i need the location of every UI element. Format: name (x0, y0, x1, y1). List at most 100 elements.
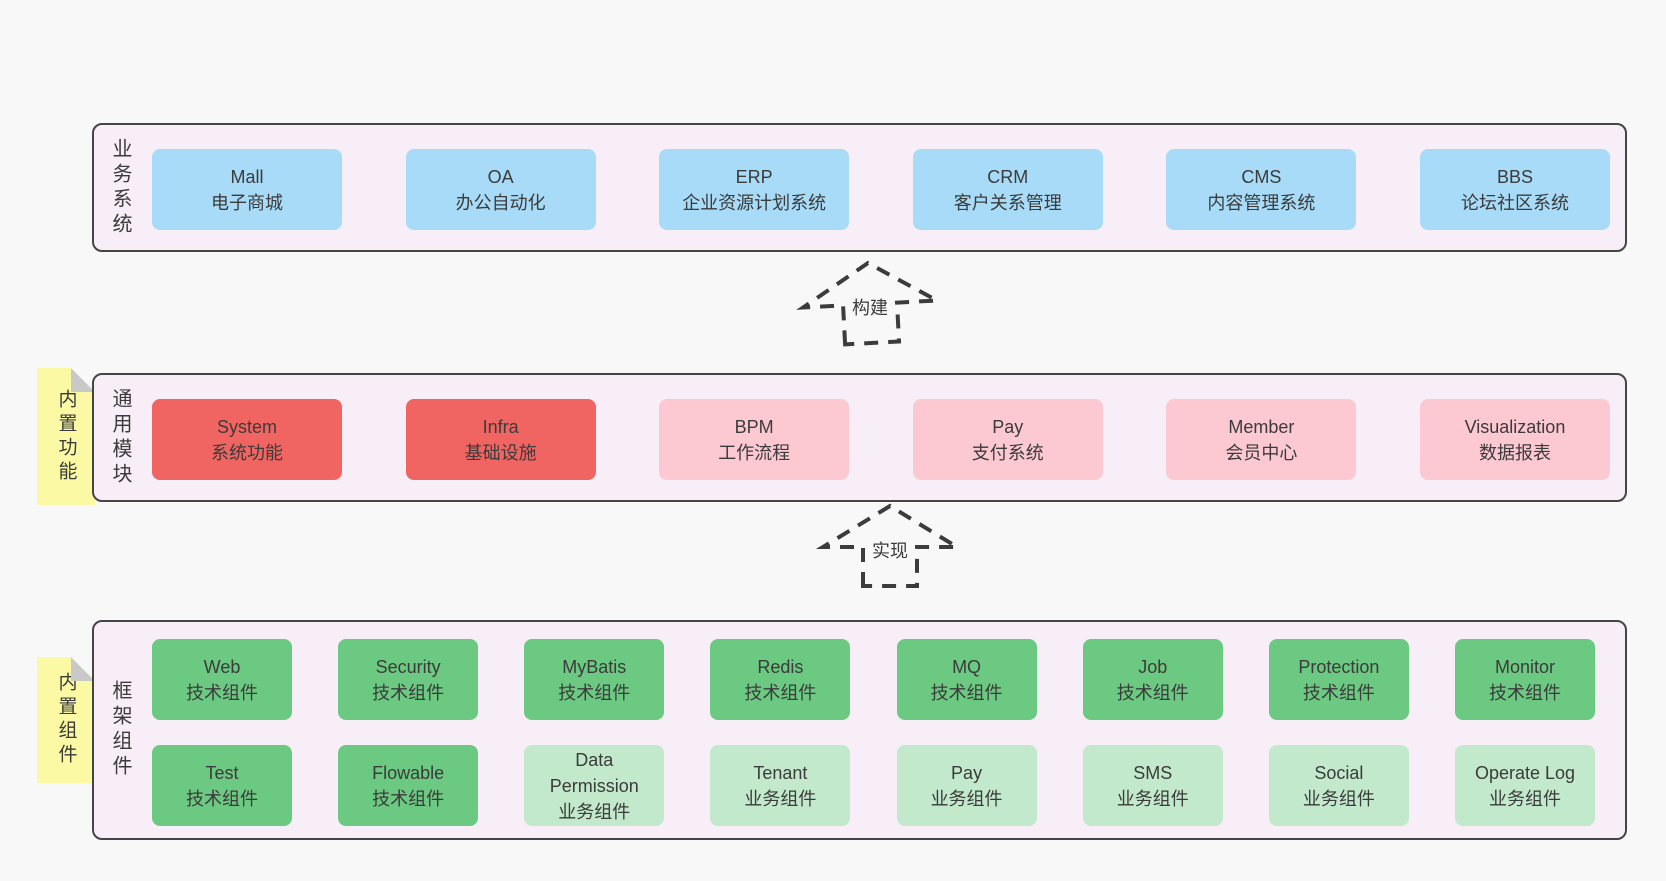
card-title: Flowable (372, 762, 445, 783)
card-title: MyBatis (562, 656, 627, 677)
card-subtitle: 会员中心 (1225, 442, 1298, 463)
card-subtitle: 客户关系管理 (953, 192, 1062, 213)
card-title: Infra (482, 416, 519, 437)
card-title: OA (487, 166, 514, 187)
business-card-row: Mall 电子商城 OA 办公自动化 ERP 企业资源计划系统 CRM 客户关系… (152, 149, 1610, 230)
card-infra: Infra 基础设施 (405, 399, 596, 480)
panel-common-modules: 通用模块 System 系统功能 Infra 基础设施 BPM 工作流程 Pay… (92, 373, 1627, 502)
card-mq: MQ 技术组件 (896, 639, 1037, 720)
card-title: Protection (1298, 656, 1380, 677)
card-title: Redis (757, 656, 804, 677)
build-arrow: 构建 (795, 260, 945, 347)
card-operate-log: Operate Log 业务组件 (1454, 745, 1595, 826)
modules-card-row: System 系统功能 Infra 基础设施 BPM 工作流程 Pay 支付系统… (152, 399, 1610, 480)
card-subtitle: 技术组件 (744, 682, 817, 703)
card-social: Social 业务组件 (1268, 745, 1409, 826)
card-subtitle: 技术组件 (1488, 682, 1561, 703)
card-bpm: BPM 工作流程 (659, 399, 850, 480)
card-erp: ERP 企业资源计划系统 (659, 149, 850, 230)
card-subtitle: 电子商城 (211, 192, 283, 213)
card-monitor: Monitor 技术组件 (1454, 639, 1595, 720)
card-subtitle: 工作流程 (718, 442, 791, 463)
card-title: Pay (992, 416, 1024, 437)
card-title: Mall (230, 166, 264, 187)
card-web: Web 技术组件 (152, 639, 292, 720)
card-subtitle: 业务组件 (744, 788, 817, 809)
card-subtitle: 内容管理系统 (1207, 192, 1316, 213)
card-title: Test (205, 762, 239, 783)
card-subtitle: 业务组件 (930, 788, 1003, 809)
up-arrow-icon (796, 260, 945, 347)
card-cms: CMS 内容管理系统 (1166, 149, 1357, 230)
card-subtitle: 业务组件 (1302, 788, 1375, 809)
card-subtitle: 业务组件 (558, 801, 631, 822)
card-title: Tenant (753, 762, 808, 783)
card-protection: Protection 技术组件 (1268, 639, 1409, 720)
card-subtitle: 办公自动化 (455, 192, 546, 213)
card-subtitle: 技术组件 (186, 788, 258, 809)
panel-business-systems: 业务系统 Mall 电子商城 OA 办公自动化 ERP 企业资源计划系统 CRM… (92, 123, 1627, 252)
sticky-note-built-in-components: 内置组件 (37, 657, 95, 783)
card-test: Test 技术组件 (152, 745, 292, 826)
card-mybatis: MyBatis 技术组件 (524, 639, 665, 720)
implement-arrow-label: 实现 (867, 535, 913, 564)
panel-label-common-modules: 通用模块 (109, 387, 131, 488)
card-subtitle: 技术组件 (1116, 682, 1189, 703)
card-subtitle: 业务组件 (1116, 788, 1189, 809)
card-title: BPM (734, 416, 774, 437)
card-subtitle: 支付系统 (971, 442, 1044, 463)
card-title: CRM (987, 166, 1029, 187)
card-title: Data Permission (549, 749, 639, 796)
card-crm: CRM 客户关系管理 (912, 149, 1103, 230)
card-flowable: Flowable 技术组件 (338, 745, 479, 826)
card-title: Security (375, 656, 441, 677)
card-oa: OA 办公自动化 (405, 149, 596, 230)
framework-card-row-1: Web 技术组件 Security 技术组件 MyBatis 技术组件 Redi… (152, 639, 1595, 720)
card-title: SMS (1133, 762, 1173, 783)
build-arrow-label: 构建 (847, 292, 893, 321)
card-subtitle: 技术组件 (186, 682, 258, 703)
card-title: Job (1138, 656, 1168, 677)
card-bbs: BBS 论坛社区系统 (1419, 149, 1610, 230)
panel-label-framework-components: 框架组件 (109, 680, 131, 780)
panel-label-business-systems: 业务系统 (109, 137, 131, 238)
sticky-note-built-in-features: 内置功能 (37, 368, 95, 505)
card-subtitle: 技术组件 (372, 682, 445, 703)
sticky-note-label: 内置组件 (55, 672, 77, 768)
card-subtitle: 技术组件 (558, 682, 631, 703)
card-subtitle: 基础设施 (464, 442, 537, 463)
folded-corner-icon (71, 368, 95, 392)
card-subtitle: 技术组件 (1302, 682, 1375, 703)
card-subtitle: 系统功能 (211, 442, 283, 463)
card-data-permission: Data Permission 业务组件 (524, 745, 665, 826)
card-title: Monitor (1494, 656, 1555, 677)
panel-framework-components: 框架组件 Web 技术组件 Security 技术组件 MyBatis 技术组件… (92, 620, 1627, 840)
card-title: System (216, 416, 277, 437)
card-subtitle: 技术组件 (372, 788, 445, 809)
framework-card-row-2: Test 技术组件 Flowable 技术组件 Data Permission … (152, 745, 1595, 826)
card-subtitle: 技术组件 (930, 682, 1003, 703)
card-title: Social (1314, 762, 1364, 783)
card-title: Web (203, 656, 241, 677)
sticky-note-label: 内置功能 (55, 388, 77, 485)
card-subtitle: 论坛社区系统 (1460, 192, 1569, 213)
card-subtitle: 数据报表 (1478, 442, 1551, 463)
card-title: Operate Log (1474, 762, 1576, 783)
implement-arrow: 实现 (815, 503, 965, 590)
card-security: Security 技术组件 (338, 639, 479, 720)
card-mall: Mall 电子商城 (152, 149, 342, 230)
card-visualization: Visualization 数据报表 (1419, 399, 1610, 480)
card-title: Visualization (1464, 416, 1566, 437)
card-title: ERP (735, 166, 773, 187)
card-subtitle: 业务组件 (1488, 788, 1561, 809)
card-pay-module: Pay 支付系统 (912, 399, 1103, 480)
card-sms: SMS 业务组件 (1082, 745, 1223, 826)
card-job: Job 技术组件 (1082, 639, 1223, 720)
card-system: System 系统功能 (152, 399, 342, 480)
card-title: MQ (952, 656, 982, 677)
folded-corner-icon (71, 657, 95, 681)
card-redis: Redis 技术组件 (710, 639, 851, 720)
card-title: Pay (951, 762, 983, 783)
card-title: BBS (1496, 166, 1533, 187)
